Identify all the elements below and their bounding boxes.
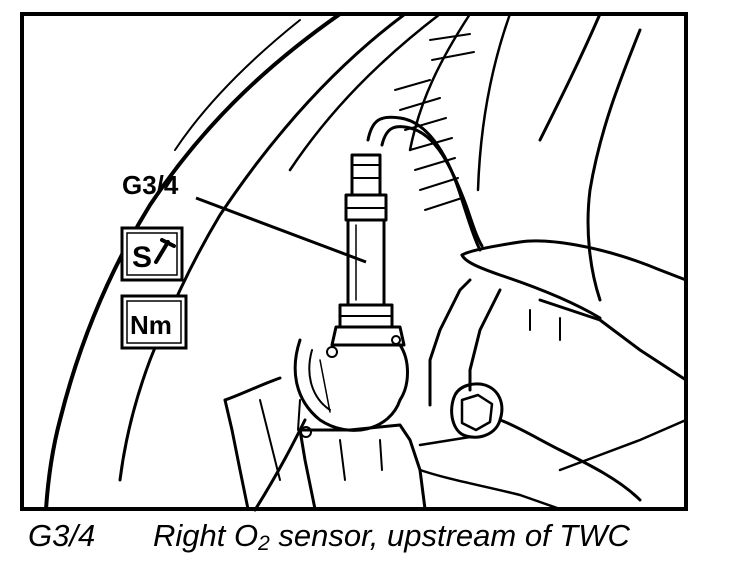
callout-label: G3/4 [122, 170, 179, 200]
svg-text:S: S [132, 241, 152, 274]
callout-leader-line [195, 196, 367, 264]
socket-wrench-icon: S [120, 226, 184, 282]
svg-text:Nm: Nm [130, 310, 172, 340]
figure-caption: G3/4 Right O2 sensor, upstream of TWC [28, 518, 728, 568]
caption-desc-subscript: 2 [258, 532, 270, 555]
caption-reference: G3/4 [28, 518, 96, 553]
caption-desc-after: sensor, upstream of TWC [278, 518, 630, 553]
torque-nm-icon: Nm [120, 294, 188, 350]
engine-background [44, 12, 688, 512]
caption-desc-before: Right O [153, 518, 259, 553]
caption-description: Right O2 sensor, upstream of TWC [153, 518, 630, 556]
